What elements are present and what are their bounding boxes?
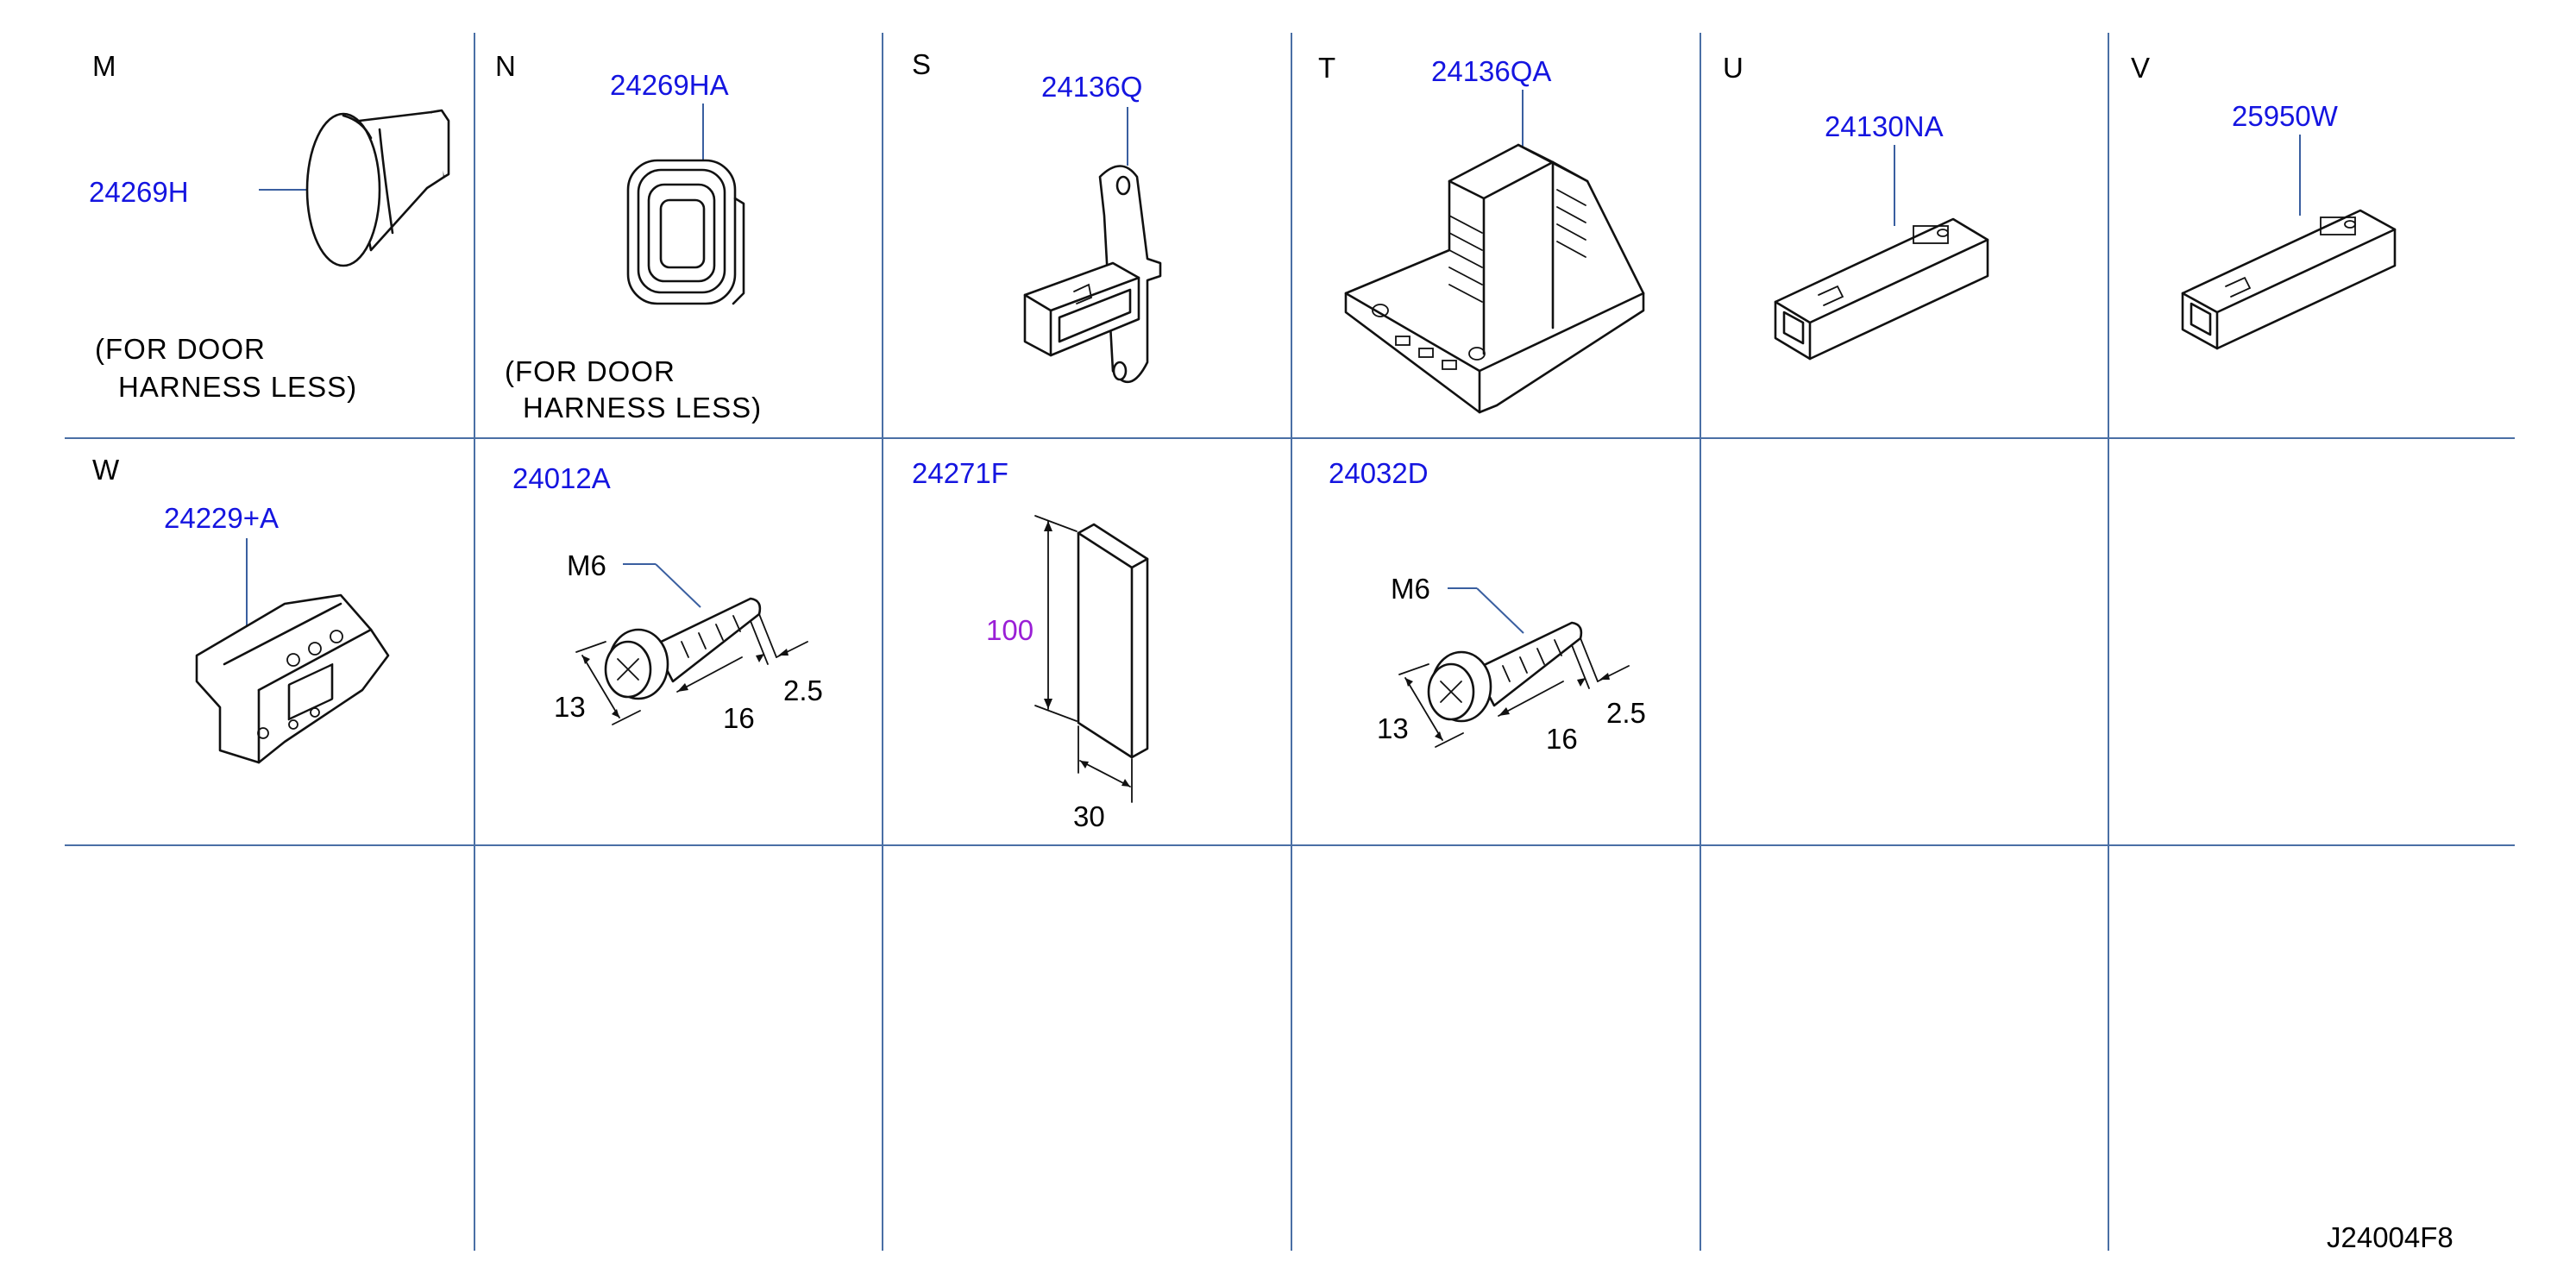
part-number-24229+a[interactable]: 24229+A [164, 502, 279, 534]
part-number-24012a[interactable]: 24012A [512, 462, 611, 494]
note-line-2: HARNESS LESS) [118, 371, 357, 403]
part-number-25950w[interactable]: 25950W [2232, 100, 2339, 132]
cell-n: N 24269HA (FOR DOOR HARNESS LESS) [495, 50, 762, 424]
grommet-square-drawing [626, 159, 745, 305]
dim-head: 13 [1377, 712, 1409, 744]
dimension-lines [1034, 515, 1133, 803]
bolt-drawing [604, 597, 762, 700]
bolt-drawing [1427, 621, 1583, 723]
note-line-1: (FOR DOOR [95, 333, 266, 365]
cell-letter-u: U [1723, 52, 1744, 84]
drawing-code: J24004F8 [2327, 1221, 2453, 1253]
grommet-drawing [305, 109, 450, 267]
cell-pad-24271f: 24271F 100 30 [912, 457, 1149, 832]
bracket-drawing [195, 593, 390, 764]
cell-v: V 25950W [2131, 52, 2397, 350]
cell-u: U 24130NA [1723, 52, 1989, 361]
dim-length: 16 [723, 702, 755, 734]
part-number-24130na[interactable]: 24130NA [1825, 110, 1944, 142]
cell-bolt-24032d: 24032D M6 13 16 2.5 [1329, 457, 1646, 755]
grid-lines [65, 33, 2515, 1251]
part-number-24271f[interactable]: 24271F [912, 457, 1008, 489]
part-number-24136q[interactable]: 24136Q [1041, 71, 1142, 103]
dimension-lines [575, 613, 808, 725]
pad-drawing [1077, 523, 1149, 759]
dim-width: 30 [1073, 800, 1105, 832]
connector-block-drawing [1774, 217, 1989, 361]
cell-letter-m: M [92, 50, 116, 82]
part-number-24136qa[interactable]: 24136QA [1431, 55, 1551, 87]
cell-letter-s: S [912, 48, 931, 80]
cell-letter-v: V [2131, 52, 2150, 84]
dimension-lines [1398, 637, 1630, 748]
cell-t: T 24136QA [1318, 52, 1645, 414]
cell-letter-n: N [495, 50, 516, 82]
part-number-24032d[interactable]: 24032D [1329, 457, 1429, 489]
cell-letter-w: W [92, 454, 120, 486]
cell-letter-t: T [1318, 52, 1335, 84]
connector-block-drawing [2181, 209, 2397, 350]
thread-size: M6 [1391, 573, 1430, 605]
dim-tip: 2.5 [783, 675, 823, 706]
thread-size: M6 [567, 549, 606, 581]
dim-head: 13 [554, 691, 586, 723]
dim-height: 100 [986, 614, 1034, 646]
cell-bolt-24012a: 24012A M6 13 16 2.5 [512, 462, 823, 734]
note-line-2: HARNESS LESS) [523, 392, 762, 424]
harness-holder-drawing [1344, 143, 1645, 414]
dim-length: 16 [1546, 723, 1578, 755]
part-number-24269h[interactable]: 24269H [89, 176, 189, 208]
clip-bracket-drawing [1023, 165, 1162, 384]
cell-w: W 24229+A [92, 454, 390, 764]
note-line-1: (FOR DOOR [505, 355, 675, 387]
cell-s: S 24136Q [912, 48, 1162, 384]
part-number-24269ha[interactable]: 24269HA [610, 69, 729, 101]
cell-m: M 24269H (FOR DOOR HARNESS LESS) [89, 50, 450, 403]
dim-tip: 2.5 [1606, 697, 1646, 729]
